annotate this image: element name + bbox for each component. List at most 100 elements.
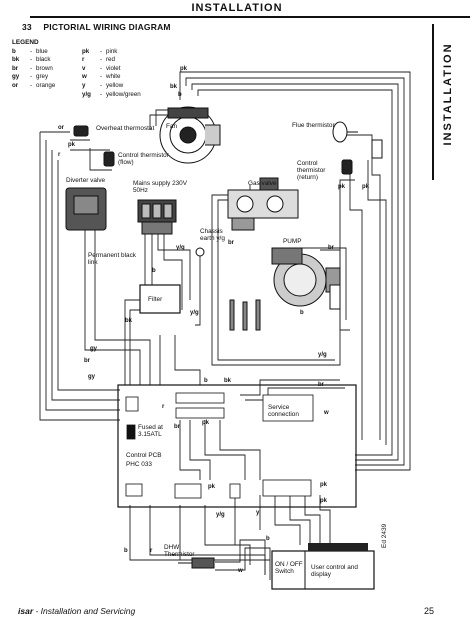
legend-name: violet <box>106 64 121 72</box>
footer-brand: isar <box>18 606 34 616</box>
wire-code: r <box>150 548 153 554</box>
wire-code: pk <box>320 498 328 504</box>
filter-label: Filter <box>148 296 163 303</box>
legend-name: black <box>36 56 51 64</box>
wire-code: br <box>84 358 90 364</box>
service-connection-label: Service connection <box>268 404 299 418</box>
footer-text: - Installation and Servicing <box>33 606 136 616</box>
return-thermistor-icon <box>341 159 353 175</box>
section-header: INSTALLATION <box>191 2 283 14</box>
wire-code: pk <box>362 184 370 190</box>
flow-thermistor-label: Control thermistor (flow) <box>118 152 169 166</box>
legend-name: brown <box>36 64 53 72</box>
chassis-earth-label: Chassis earth y/g <box>200 228 225 242</box>
legend-name: orange <box>36 81 56 89</box>
gas-valve-label: Gas valve <box>248 180 277 187</box>
user-control-connector <box>308 543 368 551</box>
legend-code: gy <box>12 73 20 81</box>
section-number: 33 <box>22 22 32 32</box>
wire-code: b <box>178 92 182 98</box>
mains-supply-label: Mains supply 230V 50Hz <box>133 180 187 194</box>
wire-code: y/g <box>318 352 327 358</box>
footer: isar - Installation and Servicing <box>18 606 135 616</box>
diverter-valve-icon <box>65 187 107 231</box>
wire-code: b <box>266 536 270 542</box>
page-title: 33 PICTORIAL WIRING DIAGRAM <box>22 22 171 32</box>
wire-code: b <box>300 310 304 316</box>
wire-code: y/g <box>190 310 199 316</box>
header-rule <box>30 16 470 18</box>
wire-code: pk <box>208 484 216 490</box>
wire-code: gy <box>88 374 96 380</box>
pump-connector <box>329 284 341 310</box>
legend-name: white <box>106 73 121 81</box>
legend-code: y/g <box>82 90 91 98</box>
wire-code: br <box>228 240 234 246</box>
user-control-label: User control and display <box>311 564 358 578</box>
page-number: 25 <box>424 606 435 616</box>
wire-code: w <box>238 568 243 574</box>
wire-code: gy <box>90 346 98 352</box>
legend-code: or <box>12 81 19 89</box>
diverter-valve-label: Diverter valve <box>66 177 106 184</box>
section-title: PICTORIAL WIRING DIAGRAM <box>43 22 171 32</box>
wire-code: bk <box>224 378 232 384</box>
wire-code: pk <box>68 142 76 148</box>
legend-code: pk <box>82 47 90 55</box>
wire-code: bk <box>170 84 178 90</box>
overheat-thermostat-icon <box>73 125 89 137</box>
legend-name: red <box>106 56 115 64</box>
electrodes-icon <box>229 299 261 331</box>
wire-code: y/g <box>216 512 225 518</box>
return-thermistor-label: Control thermistor (return) <box>297 160 326 181</box>
legend-heading: LEGEND <box>12 39 39 46</box>
ed-reference: Ed 2439 <box>381 523 388 548</box>
wire-code: or <box>58 125 64 131</box>
legend-col-2: pk-pink r-red v-violet w-white y-yellow … <box>82 48 166 100</box>
legend-code: r <box>82 56 85 64</box>
permanent-link-label: Permanent black link <box>88 252 136 266</box>
wires <box>39 71 411 580</box>
legend-name: yellow <box>106 81 124 89</box>
wire-code: r <box>58 152 61 158</box>
gas-valve-icon <box>227 177 299 231</box>
wire-code: b <box>124 548 128 554</box>
dhw-thermistor-label: DHW Thermistor <box>164 544 195 558</box>
wire-code: y <box>256 510 260 516</box>
wire-code: b <box>152 268 156 274</box>
wire-code: pk <box>320 482 328 488</box>
on-off-switch-label: ON / OFF Switch <box>275 561 303 575</box>
legend: LEGEND b-blue bk-black br-brown gy-grey … <box>12 39 166 99</box>
wire-code: pk <box>202 420 210 426</box>
legend-code: v <box>82 64 86 72</box>
wire-code: b <box>204 378 208 384</box>
control-pcb-box <box>117 384 357 508</box>
wire-code: w <box>324 410 329 416</box>
legend-col-1: b-blue bk-black br-brown gy-grey or-oran… <box>12 48 76 100</box>
legend-code: b <box>12 47 16 55</box>
wire-code: y/g <box>176 245 185 251</box>
legend-code: bk <box>12 56 20 64</box>
wire-code: pk <box>180 66 188 72</box>
legend-name: pink <box>106 47 118 55</box>
side-tab: INSTALLATION <box>432 24 462 180</box>
pcb-model-label: PHC 033 <box>126 461 152 468</box>
legend-code: y <box>82 81 86 89</box>
wire-code: pk <box>338 184 346 190</box>
wire-code: r <box>162 404 165 410</box>
pcb-connectors <box>125 392 314 499</box>
legend-code: br <box>12 64 19 72</box>
mains-terminal-icon <box>137 199 177 235</box>
pump-label: PUMP <box>283 238 302 245</box>
wire-code: br <box>318 382 324 388</box>
wire-code: br <box>328 245 334 251</box>
fan-label: Fan <box>166 123 178 130</box>
flow-thermistor-icon <box>103 151 115 167</box>
legend-code: w <box>82 73 87 81</box>
legend-name: blue <box>36 47 48 55</box>
flue-thermistor-icon <box>332 121 358 143</box>
flue-thermistor-label: Flue thermistor <box>292 122 335 129</box>
fan-icon <box>159 106 221 164</box>
wire-code: bk <box>125 318 133 324</box>
